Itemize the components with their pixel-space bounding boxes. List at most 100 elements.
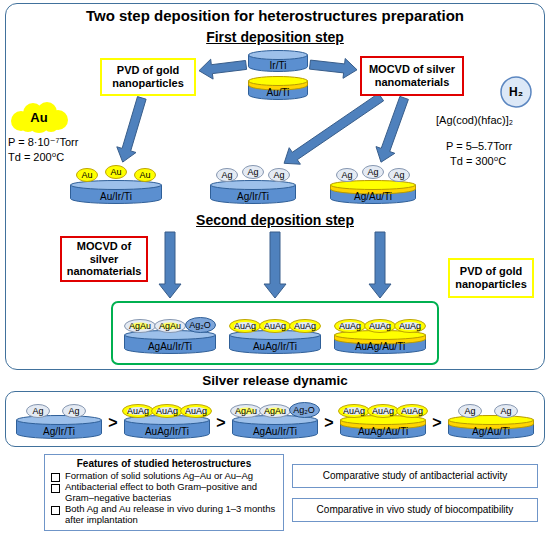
particle-ellipse bbox=[363, 166, 384, 179]
particle-label: Ag₂O bbox=[189, 320, 211, 330]
silver-nanoparticle: Ag bbox=[268, 168, 290, 182]
particle-ellipse bbox=[269, 169, 290, 182]
particle-label: Ag bbox=[500, 406, 511, 416]
silver-nanoparticle: Ag bbox=[388, 168, 410, 182]
section-heading: Second deposition step bbox=[196, 212, 354, 228]
flow-arrow bbox=[310, 59, 358, 79]
particle-ellipse bbox=[185, 318, 215, 333]
particle-label: Ag bbox=[247, 167, 258, 177]
bullet-box bbox=[51, 484, 60, 493]
cylinder-top bbox=[449, 416, 534, 425]
particle-ellipse bbox=[125, 320, 156, 333]
flow-arrow bbox=[376, 96, 408, 162]
cylinder-top bbox=[71, 181, 162, 190]
section-heading: First deposition step bbox=[206, 29, 344, 45]
particle-label: AuAg bbox=[401, 406, 423, 416]
particle-label: AuAg bbox=[399, 321, 421, 331]
particle-core bbox=[401, 407, 423, 415]
section-panel: Two step deposition for heterostructures… bbox=[5, 3, 545, 370]
substrate-disc: AuAg/Ir/Ti bbox=[229, 330, 321, 354]
alloy-nanoparticle: AuAg bbox=[180, 404, 212, 418]
particle-label: Ag bbox=[393, 170, 404, 180]
feature-row: Both Ag and Au release in vivo during 1–… bbox=[51, 504, 277, 526]
particle-label: AuAg bbox=[156, 406, 178, 416]
order-sign: > bbox=[216, 414, 225, 432]
particle-label: AgAu bbox=[235, 406, 257, 416]
particle-ellipse bbox=[135, 169, 156, 182]
silver-nanoparticle: Ag bbox=[216, 168, 238, 182]
particle-label: AgAu bbox=[129, 321, 151, 331]
alloy-nanoparticle: AuAg bbox=[394, 319, 426, 333]
cylinder-top bbox=[331, 181, 416, 190]
substrate-disc: Au/Ir/Ti bbox=[70, 180, 162, 204]
substrate-disc: Ir/Ti bbox=[248, 50, 308, 72]
particle-ellipse bbox=[335, 320, 366, 333]
particle-ellipse bbox=[63, 405, 86, 418]
study-box: Comparative study of antibacterial activ… bbox=[292, 464, 538, 488]
alloy-nanoparticle: AuAg bbox=[396, 404, 428, 418]
alloy-nanoparticle: AuAg bbox=[289, 319, 321, 333]
gold-nanoparticle: Au bbox=[105, 165, 127, 179]
flow-arrow bbox=[117, 97, 146, 163]
particle-ellipse bbox=[395, 320, 426, 333]
silver-nanoparticle: Ag bbox=[362, 165, 384, 179]
particle-core bbox=[343, 407, 365, 415]
pvd-process-box: PVD of gold nanoparticles bbox=[448, 258, 534, 298]
particle-ellipse bbox=[77, 169, 98, 182]
release-panel: Silver release dynamicAg/Ir/TiAgAgAuAg/I… bbox=[5, 391, 545, 447]
gold-coated-disc: AuAg/Au/Ti bbox=[334, 330, 426, 354]
particle-core bbox=[156, 407, 178, 415]
particle-label: AuAg bbox=[127, 406, 149, 416]
particle-ellipse bbox=[260, 320, 291, 333]
condition-text: Td = 300⁰C bbox=[450, 155, 506, 168]
substrate-disc: AgAu/Ir/Ti bbox=[232, 415, 318, 439]
particle-label: AuAg bbox=[234, 321, 256, 331]
particle-label: Au bbox=[139, 170, 150, 180]
particle-ellipse bbox=[152, 405, 183, 418]
particle-label: Ag bbox=[464, 406, 475, 416]
disc-label: Ag/Ir/Ti bbox=[237, 191, 269, 203]
silver-nanoparticle: Ag bbox=[494, 404, 518, 418]
shape-label: H₂ bbox=[509, 85, 523, 99]
alloy-nanoparticle: AuAg bbox=[367, 404, 399, 418]
alloy-nanoparticle: AuAg bbox=[338, 404, 370, 418]
silver-nanoparticle: Ag bbox=[458, 404, 482, 418]
feature-item: Both Ag and Au release in vivo during 1–… bbox=[65, 504, 277, 526]
particle-ellipse bbox=[339, 405, 370, 418]
panel-heading: Silver release dynamic bbox=[6, 373, 544, 389]
particle-ellipse bbox=[365, 320, 396, 333]
particle-ellipse bbox=[389, 169, 410, 182]
disc-label: AgAu/Ir/Ti bbox=[148, 341, 192, 353]
particle-core bbox=[369, 322, 391, 330]
shape-label: Au bbox=[30, 110, 47, 125]
particle-ellipse bbox=[459, 405, 482, 418]
box-label: MOCVD of silver nanomaterials bbox=[67, 240, 142, 278]
particle-label: Ag bbox=[68, 406, 79, 416]
box-label: PVD of gold nanoparticles bbox=[455, 265, 527, 290]
cylinder-top bbox=[249, 51, 308, 60]
particle-ellipse bbox=[217, 169, 238, 182]
disc-label: AuAg/Au/Ti bbox=[358, 426, 408, 438]
particle-ellipse bbox=[289, 403, 319, 418]
oxide-nanoparticle: Ag₂O bbox=[185, 317, 216, 333]
box-label: Comparative in vivo study of biocompatib… bbox=[317, 504, 514, 516]
bullet-box bbox=[51, 473, 60, 482]
alloy-nanoparticle: AuAg bbox=[259, 319, 291, 333]
alloy-nanoparticle: AgAu bbox=[230, 404, 262, 418]
gold-nanoparticle: Au bbox=[134, 168, 156, 182]
panel-title: Two step deposition for heterostructures… bbox=[6, 7, 544, 24]
particle-label: AuAg bbox=[343, 406, 365, 416]
particle-ellipse bbox=[368, 405, 399, 418]
study-box: Comparative in vivo study of biocompatib… bbox=[292, 498, 538, 522]
substrate-disc: Ag/Ir/Ti bbox=[210, 180, 296, 204]
disc-label: Ag/Ir/Ti bbox=[43, 426, 75, 438]
result-frame bbox=[112, 302, 438, 364]
disc-label: AuAg/Au/Ti bbox=[355, 341, 405, 353]
alloy-nanoparticle: AgAu bbox=[124, 319, 156, 333]
particle-core bbox=[294, 322, 316, 330]
substrate-disc: AuAg/Ir/Ti bbox=[124, 415, 210, 439]
particle-ellipse bbox=[260, 405, 291, 418]
particle-label: Ag bbox=[32, 406, 43, 416]
silver-nanoparticle: Ag bbox=[242, 165, 264, 179]
feature-item: Antibacterial effect to both Gram–positi… bbox=[65, 482, 277, 504]
